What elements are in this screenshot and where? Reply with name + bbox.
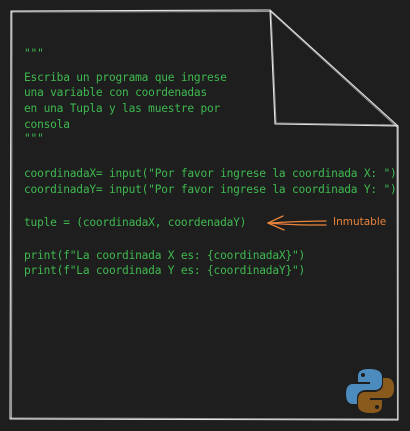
tuple-line: tuple = (coordinadaX, coordenadaY) <box>24 216 247 229</box>
sheet-bottom-edge <box>9 418 399 421</box>
python-logo-icon <box>346 369 394 413</box>
docstring-line-2: una variable con coordenadas <box>24 86 207 99</box>
annotation-label: Inmutable <box>333 216 387 228</box>
print-x-line: print(f"La coordinada X es: {coordinadaX… <box>24 249 306 262</box>
sheet-fold-diagonal <box>269 9 399 127</box>
print-y-line: print(f"La coordinada Y es: {coordinadaY… <box>24 264 306 277</box>
docstring-line-1: Escriba un programa que ingrese <box>24 71 227 84</box>
input-x-line: coordinadaX= input("Por favor ingrese la… <box>24 167 397 180</box>
docstring-open: """ <box>24 47 44 60</box>
sheet-fold-flap <box>269 9 399 127</box>
docstring-line-3: en una Tupla y las muestre por <box>24 102 221 115</box>
sheet-left-edge <box>9 10 12 420</box>
docstring-close: """ <box>24 132 44 145</box>
docstring-line-4: consola <box>24 118 70 131</box>
sheet-top-edge <box>10 9 271 12</box>
input-y-line: coordinadaY= input("Por favor ingrese la… <box>24 183 397 196</box>
